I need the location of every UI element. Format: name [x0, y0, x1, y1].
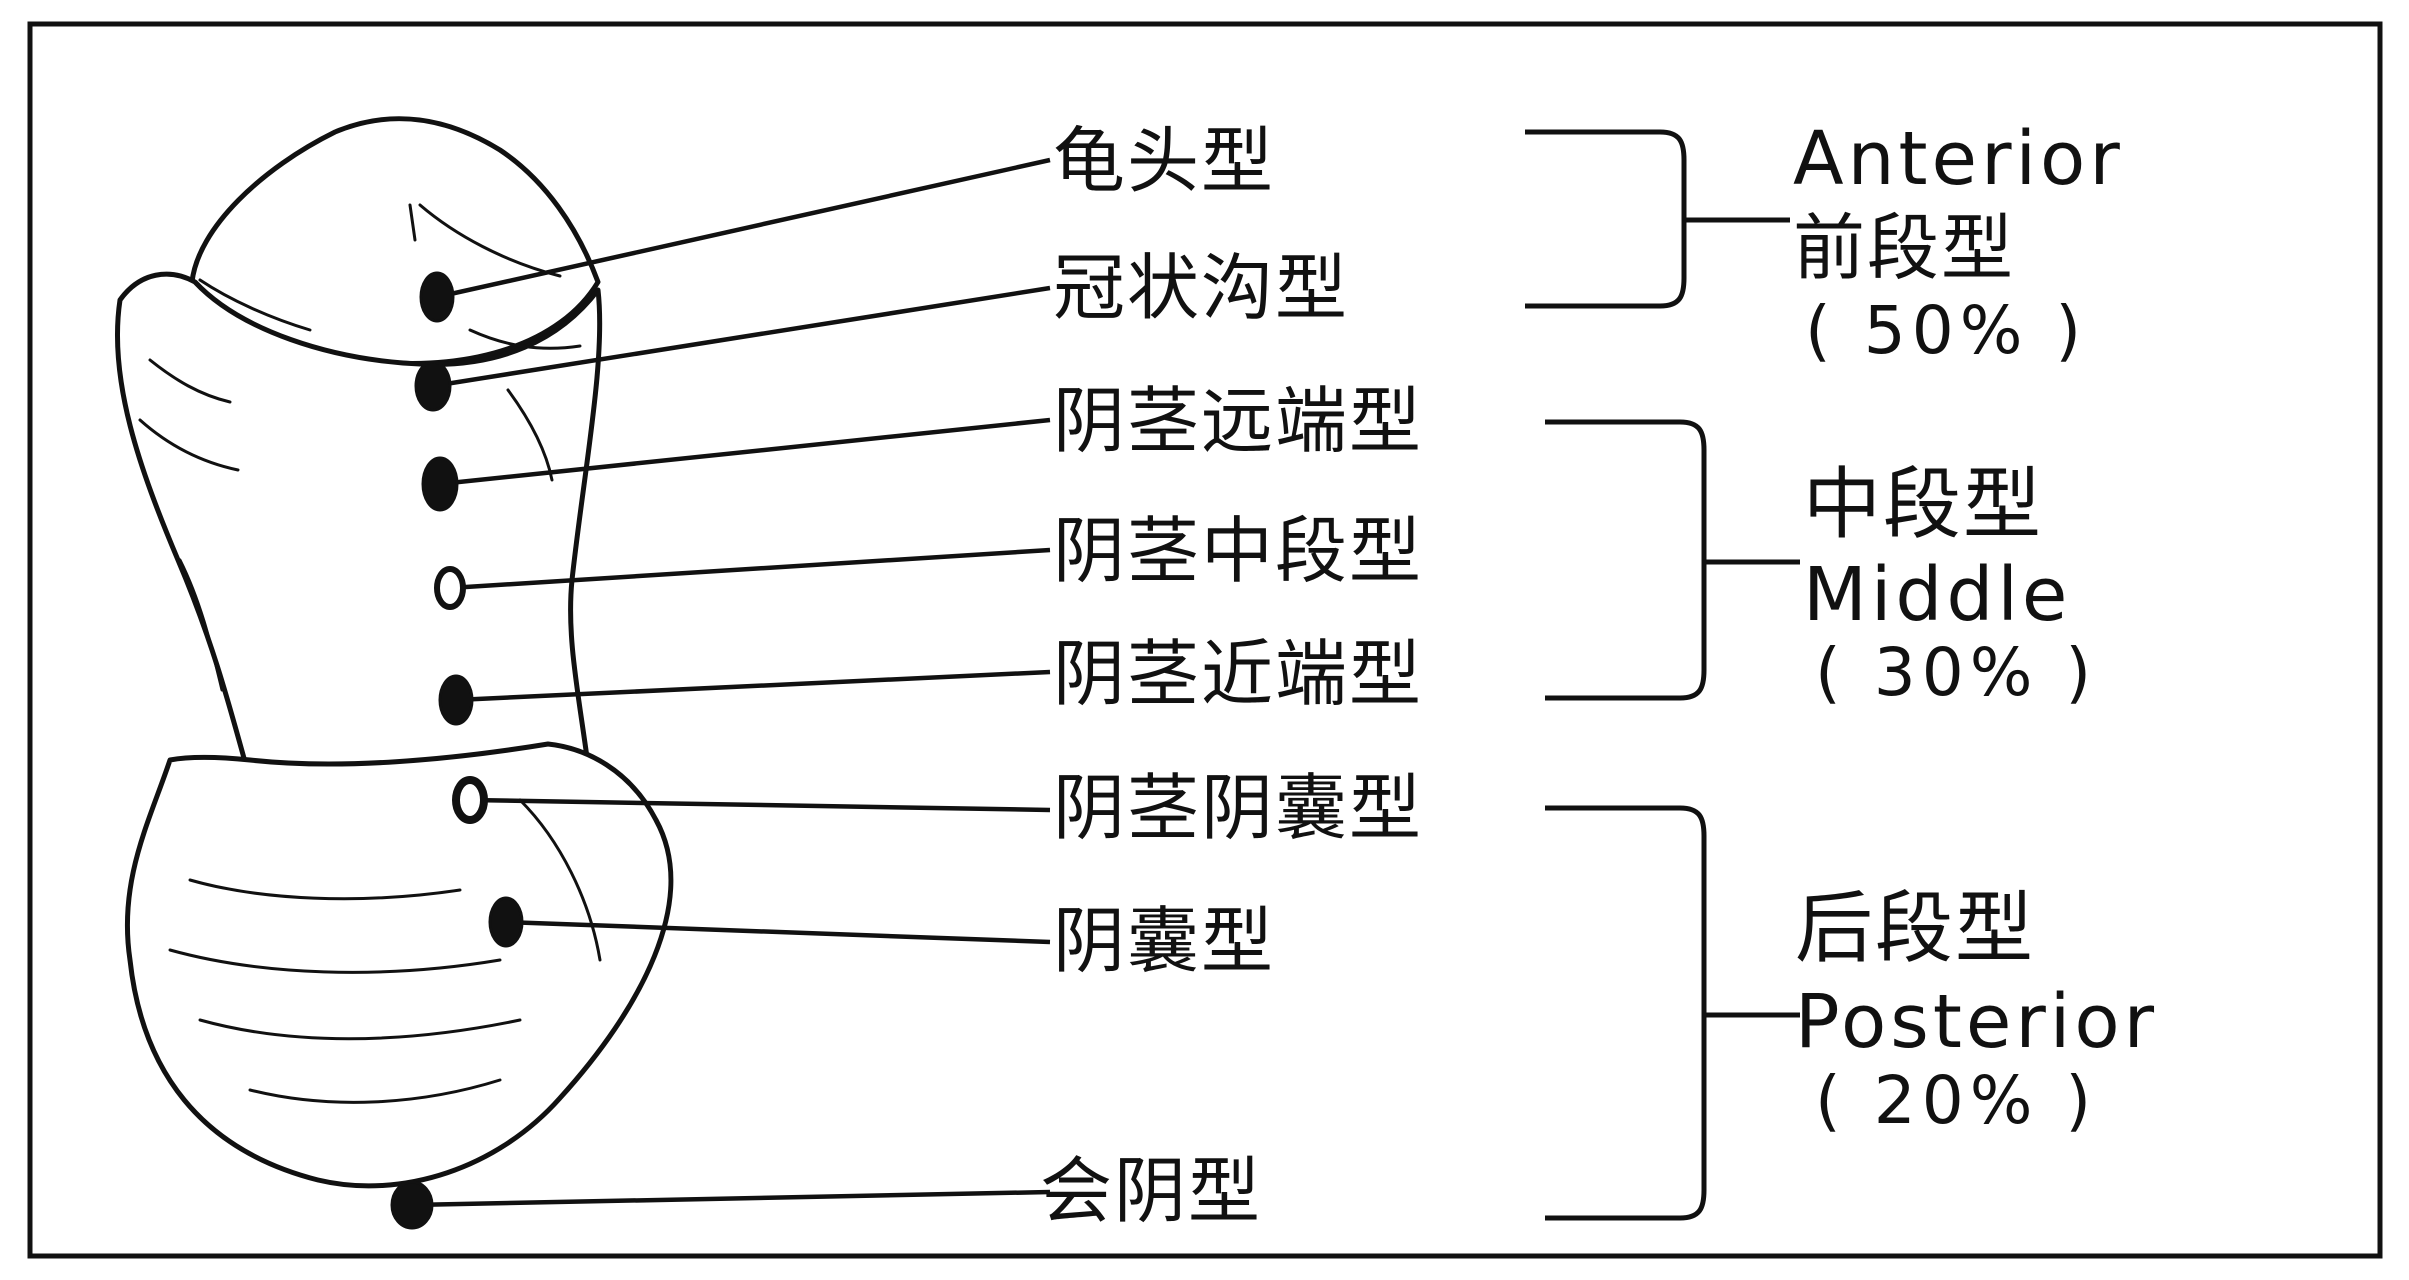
- label-perineal: 会阴型: [1040, 1149, 1263, 1233]
- bracket-posterior: [1545, 805, 1707, 1221]
- label-proximal-penile: 阴茎近端型: [1053, 632, 1424, 716]
- group-posterior-english: Posterior: [1795, 979, 2159, 1065]
- group-anterior-percent: ( 50% ): [1805, 292, 2088, 369]
- marker-glandular: [419, 271, 455, 323]
- label-coronal: 冠状沟型: [1053, 246, 1350, 330]
- group-posterior-chinese: 后段型: [1795, 884, 2036, 974]
- label-scrotal: 阴囊型: [1053, 899, 1276, 983]
- label-penoscrotal: 阴茎阴囊型: [1053, 766, 1424, 850]
- leader-line-penoscrotal: [469, 797, 1051, 813]
- leader-line-scrotal: [505, 919, 1051, 945]
- group-middle-chinese: 中段型: [1803, 460, 2044, 550]
- leader-lines: [411, 157, 1051, 1208]
- group-posterior-percent: ( 20% ): [1815, 1062, 2098, 1139]
- label-glandular: 龟头型: [1053, 119, 1276, 203]
- meatus-markers: [390, 271, 524, 1230]
- label-distal-penile: 阴茎远端型: [1053, 379, 1424, 463]
- leader-line-perineal: [411, 1189, 1051, 1208]
- diagram-frame: [27, 21, 2383, 1259]
- leader-line-glandular: [436, 157, 1051, 300]
- group-anterior-english: Anterior: [1793, 116, 2124, 202]
- marker-penoscrotal: [452, 776, 488, 824]
- marker-perineal: [390, 1180, 434, 1230]
- marker-coronal: [414, 360, 452, 412]
- leader-line-coronal: [432, 285, 1051, 389]
- bracket-middle: [1545, 419, 1707, 701]
- group-anterior-chinese: 前段型: [1793, 206, 2016, 290]
- marker-midshaft: [434, 566, 466, 610]
- leader-line-distal-penile: [439, 417, 1051, 487]
- group-middle-percent: ( 30% ): [1815, 634, 2098, 711]
- bracket-anterior: [1525, 129, 1687, 309]
- marker-proximal-penile: [438, 674, 474, 726]
- group-brackets: [1525, 129, 1800, 1221]
- anatomy-shading: [138, 203, 602, 1104]
- leader-line-proximal-penile: [455, 669, 1051, 703]
- marker-distal-penile: [421, 456, 459, 512]
- marker-scrotal: [488, 896, 524, 948]
- group-middle-english: Middle: [1803, 552, 2072, 638]
- anatomy-illustration: [115, 116, 674, 1189]
- label-midshaft: 阴茎中段型: [1053, 509, 1424, 593]
- leader-line-midshaft: [449, 547, 1051, 591]
